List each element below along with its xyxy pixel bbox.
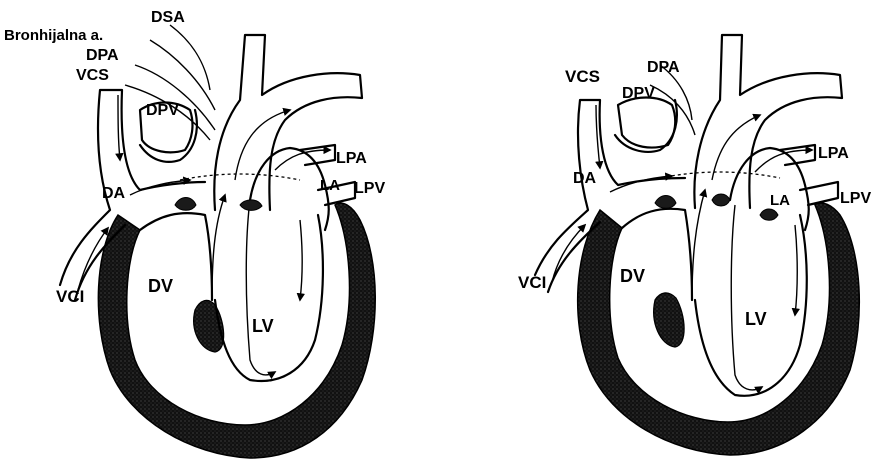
left-heart: DSA Bronhijalna a. DPA VCS DPV DA LPA LA… xyxy=(4,9,385,458)
right-label-dpa: DPA xyxy=(647,59,680,76)
right-label-lpa: LPA xyxy=(818,145,849,162)
left-label-da: DA xyxy=(102,185,126,202)
left-flow-aorta-up xyxy=(235,110,290,180)
left-upper-vessels xyxy=(125,25,215,140)
right-flow-lv-down xyxy=(795,225,797,315)
left-label-lpv: LPV xyxy=(354,180,385,197)
right-flow-lv-loop xyxy=(731,205,762,390)
right-valve-1 xyxy=(655,196,676,209)
right-heart: VCS DPA DPV DA LPA LA LPV DV LV VCI xyxy=(518,35,871,455)
left-flow-lpa xyxy=(275,150,330,170)
right-lpa-vessel xyxy=(780,145,815,165)
left-flow-vcs-down xyxy=(118,95,120,160)
left-label-vci: VCI xyxy=(56,287,84,306)
left-foramen-dash xyxy=(180,174,300,180)
left-label-lpa: LPA xyxy=(336,150,367,167)
left-valve-1 xyxy=(175,198,196,211)
left-lv-cavity xyxy=(215,215,323,381)
right-valve-2 xyxy=(712,194,730,206)
left-ventricle-wall xyxy=(98,203,375,458)
right-lv-cavity xyxy=(695,215,807,396)
left-label-dpv: DPV xyxy=(146,102,179,119)
right-valve-3 xyxy=(760,209,778,220)
left-label-bronhijalna: Bronhijalna a. xyxy=(4,27,103,44)
left-valve-2 xyxy=(240,200,262,211)
left-label-dv: DV xyxy=(148,276,173,296)
right-aorta xyxy=(694,35,842,208)
right-label-dv: DV xyxy=(620,266,645,286)
left-flow-lv-loop xyxy=(246,200,275,375)
right-septum xyxy=(654,293,684,347)
left-vena-cava xyxy=(60,90,205,285)
left-label-dpa: DPA xyxy=(86,47,119,64)
right-label-lpv: LPV xyxy=(840,190,871,207)
right-label-vci: VCI xyxy=(518,273,546,292)
left-flow-dv-up xyxy=(212,195,225,300)
left-flow-lv-down xyxy=(300,220,302,300)
right-dpv-region xyxy=(618,98,675,148)
left-lpa-vessel xyxy=(300,145,335,165)
left-label-la: LA xyxy=(320,177,340,194)
right-label-vcs: VCS xyxy=(565,67,600,86)
right-label-dpv: DPV xyxy=(622,85,655,102)
left-label-lv: LV xyxy=(252,316,274,336)
right-label-la: LA xyxy=(770,192,790,209)
left-label-dsa: DSA xyxy=(151,9,185,26)
right-ventricle-wall xyxy=(578,203,860,455)
right-dv-cavity xyxy=(622,209,692,300)
left-label-vcs: VCS xyxy=(76,67,109,84)
right-label-da: DA xyxy=(573,170,597,187)
left-left-atrium xyxy=(250,148,329,230)
right-label-lv: LV xyxy=(745,309,767,329)
